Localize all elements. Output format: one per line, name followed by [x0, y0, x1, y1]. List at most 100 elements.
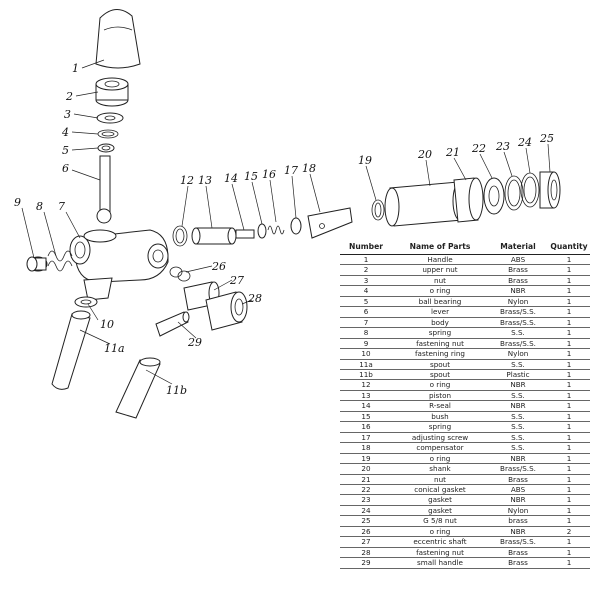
cell-material: S.S.: [488, 359, 548, 371]
cell-quantity: 1: [548, 547, 590, 559]
cell-part-name: spring: [392, 327, 488, 339]
cell-number: 8: [340, 327, 392, 339]
cell-quantity: 1: [548, 327, 590, 339]
cell-part-name: ball bearing: [392, 296, 488, 308]
cell-quantity: 1: [548, 411, 590, 423]
cell-material: Nylon: [488, 296, 548, 308]
cell-part-name: fastening ring: [392, 348, 488, 360]
cell-quantity: 1: [548, 463, 590, 475]
callout-5: 5: [62, 144, 69, 157]
cell-number: 22: [340, 484, 392, 496]
cell-part-name: small handle: [392, 557, 488, 569]
cell-number: 6: [340, 306, 392, 318]
cell-quantity: 1: [548, 494, 590, 506]
cell-number: 2: [340, 264, 392, 276]
part-handle: [95, 9, 141, 69]
cell-part-name: bush: [392, 411, 488, 423]
cell-quantity: 1: [548, 421, 590, 433]
header-number: Number: [340, 240, 392, 255]
cell-material: S.S.: [488, 432, 548, 444]
callout-26: 26: [211, 260, 226, 273]
callout-14: 14: [224, 172, 238, 185]
cell-part-name: eccentric shaft: [392, 536, 488, 548]
cell-part-name: spout: [392, 369, 488, 381]
part-lever: [96, 155, 112, 224]
cell-part-name: spout: [392, 359, 488, 371]
callout-15: 15: [244, 170, 258, 183]
cell-part-name: compensator: [392, 442, 488, 454]
cell-quantity: 1: [548, 515, 590, 527]
cell-part-name: gasket: [392, 505, 488, 517]
cell-quantity: 1: [548, 348, 590, 360]
cell-part-name: o ring: [392, 379, 488, 391]
part-small-handle: [155, 311, 190, 337]
cell-quantity: 1: [548, 453, 590, 465]
part-o-ring-4: [97, 129, 119, 139]
cell-material: Brass/S.S.: [488, 317, 548, 329]
cell-quantity: 1: [548, 390, 590, 402]
cell-material: NBR: [488, 400, 548, 412]
cell-material: Brass/S.S.: [488, 463, 548, 475]
callout-24: 24: [517, 136, 532, 149]
callout-19: 19: [358, 154, 372, 167]
cell-part-name: nut: [392, 275, 488, 287]
cell-part-name: o ring: [392, 285, 488, 297]
callout-22: 22: [471, 142, 486, 155]
cell-material: Brass/S.S.: [488, 306, 548, 318]
cell-number: 5: [340, 296, 392, 308]
cell-part-name: fastening nut: [392, 547, 488, 559]
cell-number: 9: [340, 338, 392, 350]
part-piston: [191, 227, 237, 245]
cell-material: NBR: [488, 285, 548, 297]
cell-material: S.S.: [488, 390, 548, 402]
cell-number: 25: [340, 515, 392, 527]
header-material: Material: [488, 240, 548, 255]
cell-material: Brass: [488, 275, 548, 287]
cell-part-name: lever: [392, 306, 488, 318]
cell-number: 4: [340, 285, 392, 297]
part-nut-21: [453, 177, 484, 223]
cell-quantity: 1: [548, 306, 590, 318]
cell-part-name: fastening nut: [392, 338, 488, 350]
cell-part-name: shank: [392, 463, 488, 475]
part-spring-8: [47, 250, 73, 272]
callout-1: 1: [72, 62, 79, 75]
cell-material: brass: [488, 515, 548, 527]
callout-12: 12: [180, 174, 194, 187]
cell-part-name: adjusting screw: [392, 432, 488, 444]
part-gasket-24: [520, 172, 540, 208]
part-conical-gasket: [483, 177, 505, 215]
cell-material: Nylon: [488, 348, 548, 360]
cell-number: 12: [340, 379, 392, 391]
cell-quantity: 1: [548, 296, 590, 308]
cell-number: 23: [340, 494, 392, 506]
cell-material: NBR: [488, 494, 548, 506]
cell-part-name: gasket: [392, 494, 488, 506]
cell-quantity: 1: [548, 505, 590, 517]
cell-number: 7: [340, 317, 392, 329]
callout-29: 29: [187, 336, 202, 349]
cell-quantity: 1: [548, 442, 590, 454]
cell-material: Brass: [488, 557, 548, 569]
cell-quantity: 1: [548, 254, 590, 266]
cell-material: S.S.: [488, 411, 548, 423]
cell-material: Plastic: [488, 369, 548, 381]
part-adjusting-screw: [290, 217, 302, 235]
cell-number: 26: [340, 526, 392, 538]
cell-quantity: 1: [548, 536, 590, 548]
cell-number: 20: [340, 463, 392, 475]
part-spring-16: [267, 225, 285, 235]
cell-material: Brass: [488, 547, 548, 559]
cell-material: ABS: [488, 254, 548, 266]
cell-quantity: 1: [548, 369, 590, 381]
cell-number: 11a: [340, 359, 392, 371]
